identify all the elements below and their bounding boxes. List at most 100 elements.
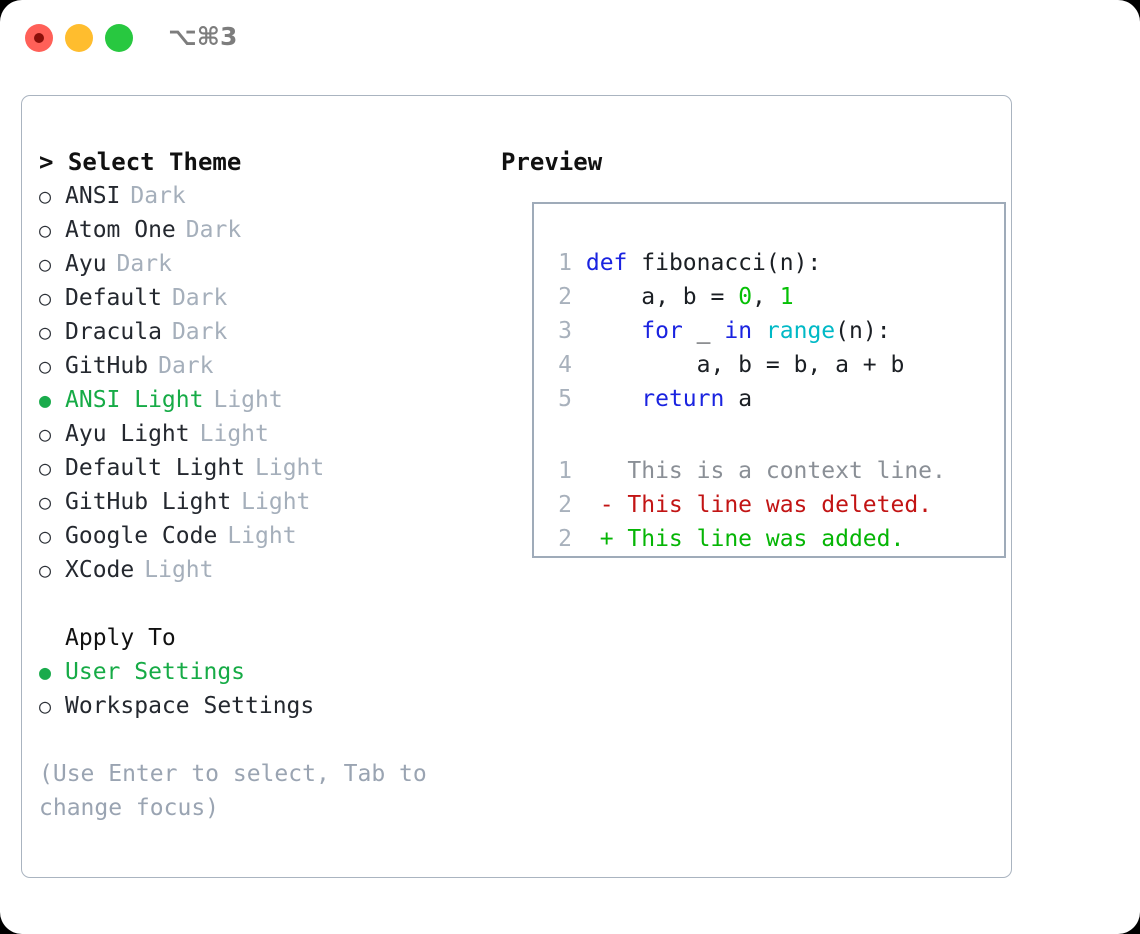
keyboard-hint: (Use Enter to select, Tab to change focu… [39, 761, 427, 821]
radio-unselected-icon: ○ [39, 490, 52, 514]
close-button[interactable] [25, 24, 53, 52]
line-number: 2 [558, 526, 572, 552]
radio-unselected-icon: ○ [39, 694, 52, 718]
line-number: 3 [558, 318, 572, 344]
theme-option-variant: Light [241, 489, 311, 515]
theme-option-variant: Dark [158, 353, 214, 379]
code-line: 3 for _ in range(n): [546, 314, 996, 348]
radio-unselected-icon: ○ [39, 252, 52, 276]
code-token: 0 [738, 284, 753, 310]
keyboard-shortcut-label: ⌥⌘3 [168, 22, 238, 51]
theme-option-variant: Dark [171, 319, 228, 345]
theme-option-xcode[interactable]: ○ XCode Light [39, 553, 479, 587]
theme-option-github[interactable]: ○ GitHub Dark [39, 349, 479, 383]
theme-option-label: Default [65, 285, 162, 311]
theme-option-label: Google Code [65, 523, 218, 549]
maximize-button[interactable] [105, 24, 133, 52]
theme-option-google-code[interactable]: ○ Google Code Light [39, 519, 479, 553]
minimize-button[interactable] [65, 24, 93, 52]
gutter-gap [572, 250, 586, 276]
code-token [586, 386, 641, 412]
theme-option-variant: Light [144, 557, 214, 583]
line-number: 4 [558, 352, 572, 378]
preview-column: Preview 1 def fibonacci(n): 2 a, b = 0, 1… [501, 145, 1006, 558]
preview-box: 1 def fibonacci(n): 2 a, b = 0, 1 3 for _ … [532, 202, 1006, 558]
preview-title: Preview [501, 148, 603, 176]
line-number: 1 [558, 250, 572, 276]
radio-unselected-icon: ○ [39, 558, 52, 582]
apply-to-option-label: Workspace Settings [65, 693, 315, 719]
radio-unselected-icon: ○ [39, 524, 52, 548]
theme-option-github-light[interactable]: ○ GitHub Light Light [39, 485, 479, 519]
code-token: range [765, 318, 836, 344]
page-title: > Select Theme [39, 148, 242, 176]
radio-unselected-icon: ○ [39, 456, 52, 480]
code-token [752, 318, 766, 344]
hint-spacer [39, 723, 479, 757]
theme-option-label: Dracula [65, 319, 162, 345]
radio-selected-icon: ● [39, 660, 52, 684]
theme-option-dracula[interactable]: ○ Dracula Dark [39, 315, 479, 349]
code-token: _ [682, 318, 725, 344]
gutter-gap [572, 318, 586, 344]
gutter-gap [572, 386, 586, 412]
theme-option-label: Ayu Light [65, 421, 190, 447]
code-token: a [724, 386, 753, 412]
code-token: 1 [779, 284, 794, 310]
theme-option-variant: Dark [185, 217, 242, 243]
theme-option-variant: Dark [130, 183, 186, 209]
diff-preview: 1 This is a context line.2 - This line w… [546, 454, 996, 556]
code-token: , [752, 284, 780, 310]
diff-line: 1 This is a context line. [546, 454, 996, 488]
theme-option-variant: Dark [171, 285, 228, 311]
theme-option-label: GitHub Light [65, 489, 232, 515]
code-token: fibonacci(n): [627, 250, 822, 276]
apply-to-option-label: User Settings [65, 659, 246, 685]
theme-option-label: ANSI Light [65, 387, 204, 413]
line-number: 2 [558, 492, 572, 518]
theme-option-label: XCode [65, 557, 135, 583]
code-line: 1 def fibonacci(n): [546, 246, 996, 280]
radio-unselected-icon: ○ [39, 422, 52, 446]
theme-option-label: Atom One [65, 217, 176, 243]
gutter-gap [572, 284, 586, 310]
theme-option-default[interactable]: ○ Default Dark [39, 281, 479, 315]
code-token: (n): [835, 318, 891, 344]
radio-unselected-icon: ○ [39, 286, 52, 310]
apply-to-option-workspace-settings[interactable]: ○ Workspace Settings [39, 689, 479, 723]
diff-line: 2 + This line was added. [546, 522, 996, 556]
radio-unselected-icon: ○ [39, 320, 52, 344]
code-token: a, b = b, a + b [585, 352, 905, 378]
list-spacer [39, 587, 479, 621]
code-token: return [641, 386, 725, 412]
apply-to-option-list[interactable]: ● User Settings ○ Workspace Settings [39, 655, 479, 723]
theme-option-label: Ayu [65, 251, 107, 277]
code-line: 5 return a [546, 382, 996, 416]
radio-unselected-icon: ○ [39, 354, 52, 378]
code-token: def [585, 250, 628, 276]
code-token: in [724, 318, 753, 344]
line-number: 1 [558, 458, 572, 484]
apply-to-option-user-settings[interactable]: ● User Settings [39, 655, 479, 689]
theme-option-variant: Light [213, 387, 283, 413]
code-preview: 1 def fibonacci(n): 2 a, b = 0, 1 3 for _ … [546, 246, 996, 416]
apply-to-header: Apply To [65, 625, 176, 651]
theme-option-variant: Light [227, 523, 297, 549]
line-number: 2 [558, 284, 572, 310]
title-bar: ⌥⌘3 [0, 0, 1140, 78]
diff-line: 2 - This line was deleted. [546, 488, 996, 522]
theme-option-label: GitHub [65, 353, 149, 379]
code-token [586, 318, 641, 344]
code-token: a, b = [585, 284, 739, 310]
line-number: 5 [558, 386, 572, 412]
